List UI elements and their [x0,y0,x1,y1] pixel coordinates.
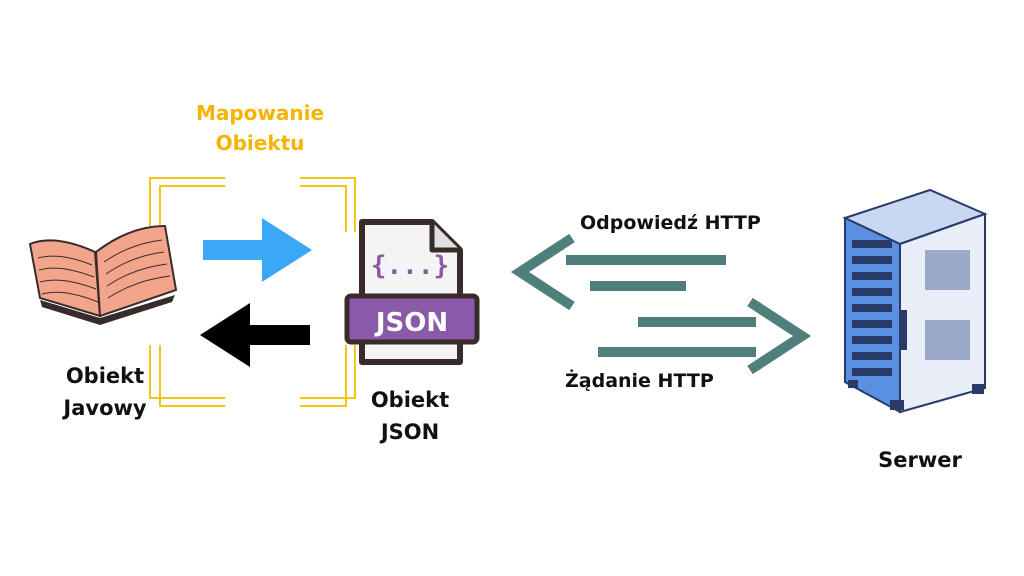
map-to-json-arrow [203,218,312,282]
java-object-label-line2: Javowy [63,396,147,420]
json-object-label-line1: Obiekt [370,388,450,412]
http-request-label: Żądanie HTTP [565,370,714,392]
mapping-brackets [149,177,356,407]
java-object-label: Obiekt Javowy [40,360,170,424]
http-request-arrow [598,297,812,375]
open-book-icon [28,224,178,325]
http-response-label: Odpowiedź HTTP [580,212,761,234]
http-response-arrow [510,233,726,311]
json-object-label-line2: JSON [380,420,440,444]
server-rack-icon [842,188,988,414]
json-object-label: Obiekt JSON [340,384,480,448]
object-mapping-label: Mapowanie Obiektu [160,98,360,158]
java-object-label-line1: Obiekt [65,364,145,388]
object-mapping-label-line2: Obiektu [215,131,305,155]
json-file-icon: {...} JSON [344,219,480,365]
map-to-java-arrow [200,303,310,367]
json-file-badge: JSON [374,308,448,338]
object-mapping-label-line1: Mapowanie [195,101,325,125]
json-file-braces: {...} [371,251,449,281]
server-label: Serwer [878,448,962,472]
